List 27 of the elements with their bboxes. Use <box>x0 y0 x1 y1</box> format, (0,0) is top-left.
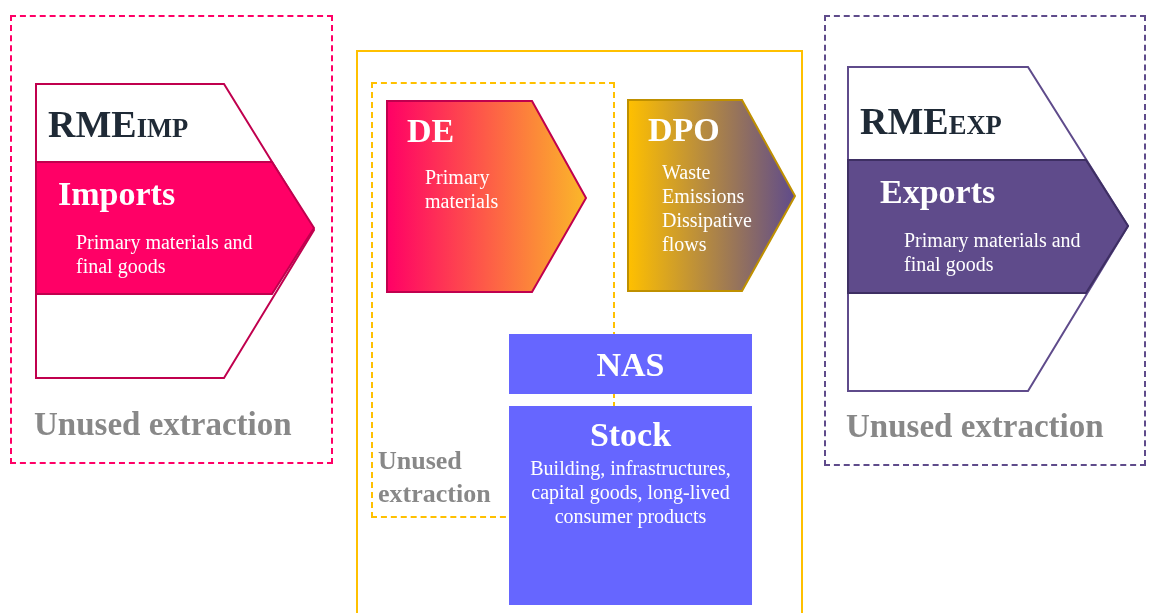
flow-description: Dissipative flows <box>662 208 753 256</box>
arrow-shape <box>848 160 1128 293</box>
unused-extraction-label: Unused extraction <box>34 405 292 443</box>
flow-description: Primary materials and final goods <box>76 230 254 278</box>
flow-description: Primary materials <box>425 165 500 213</box>
arrow-shape <box>36 84 314 378</box>
flow-heading: Stock <box>588 415 673 455</box>
arrow-shape <box>628 100 795 291</box>
flow-heading: DE <box>407 111 455 151</box>
flow-box <box>509 406 752 605</box>
flow-box <box>509 334 752 394</box>
flow-description: Building, infrastructures, capital goods, long-lived consumer products <box>529 456 732 528</box>
flow-description: Primary materials and final goods <box>904 228 1082 276</box>
flow-heading: Exports <box>880 172 996 212</box>
unused-extraction-label: Unused extraction <box>846 407 1104 445</box>
arrow-shape <box>387 101 586 292</box>
flow-heading: NAS <box>595 345 666 385</box>
unused-extraction-label: Unused extraction <box>378 445 492 510</box>
flow-heading: DPO <box>648 110 720 150</box>
arrow-shape <box>848 67 1128 391</box>
arrow-shape <box>36 162 314 294</box>
flow-description: Emissions <box>662 184 745 208</box>
flow-description: Waste <box>662 160 711 184</box>
dashed-boundary <box>10 15 333 464</box>
dashed-boundary <box>824 15 1146 466</box>
system-boundary <box>356 50 803 613</box>
flow-heading: Imports <box>58 174 176 214</box>
